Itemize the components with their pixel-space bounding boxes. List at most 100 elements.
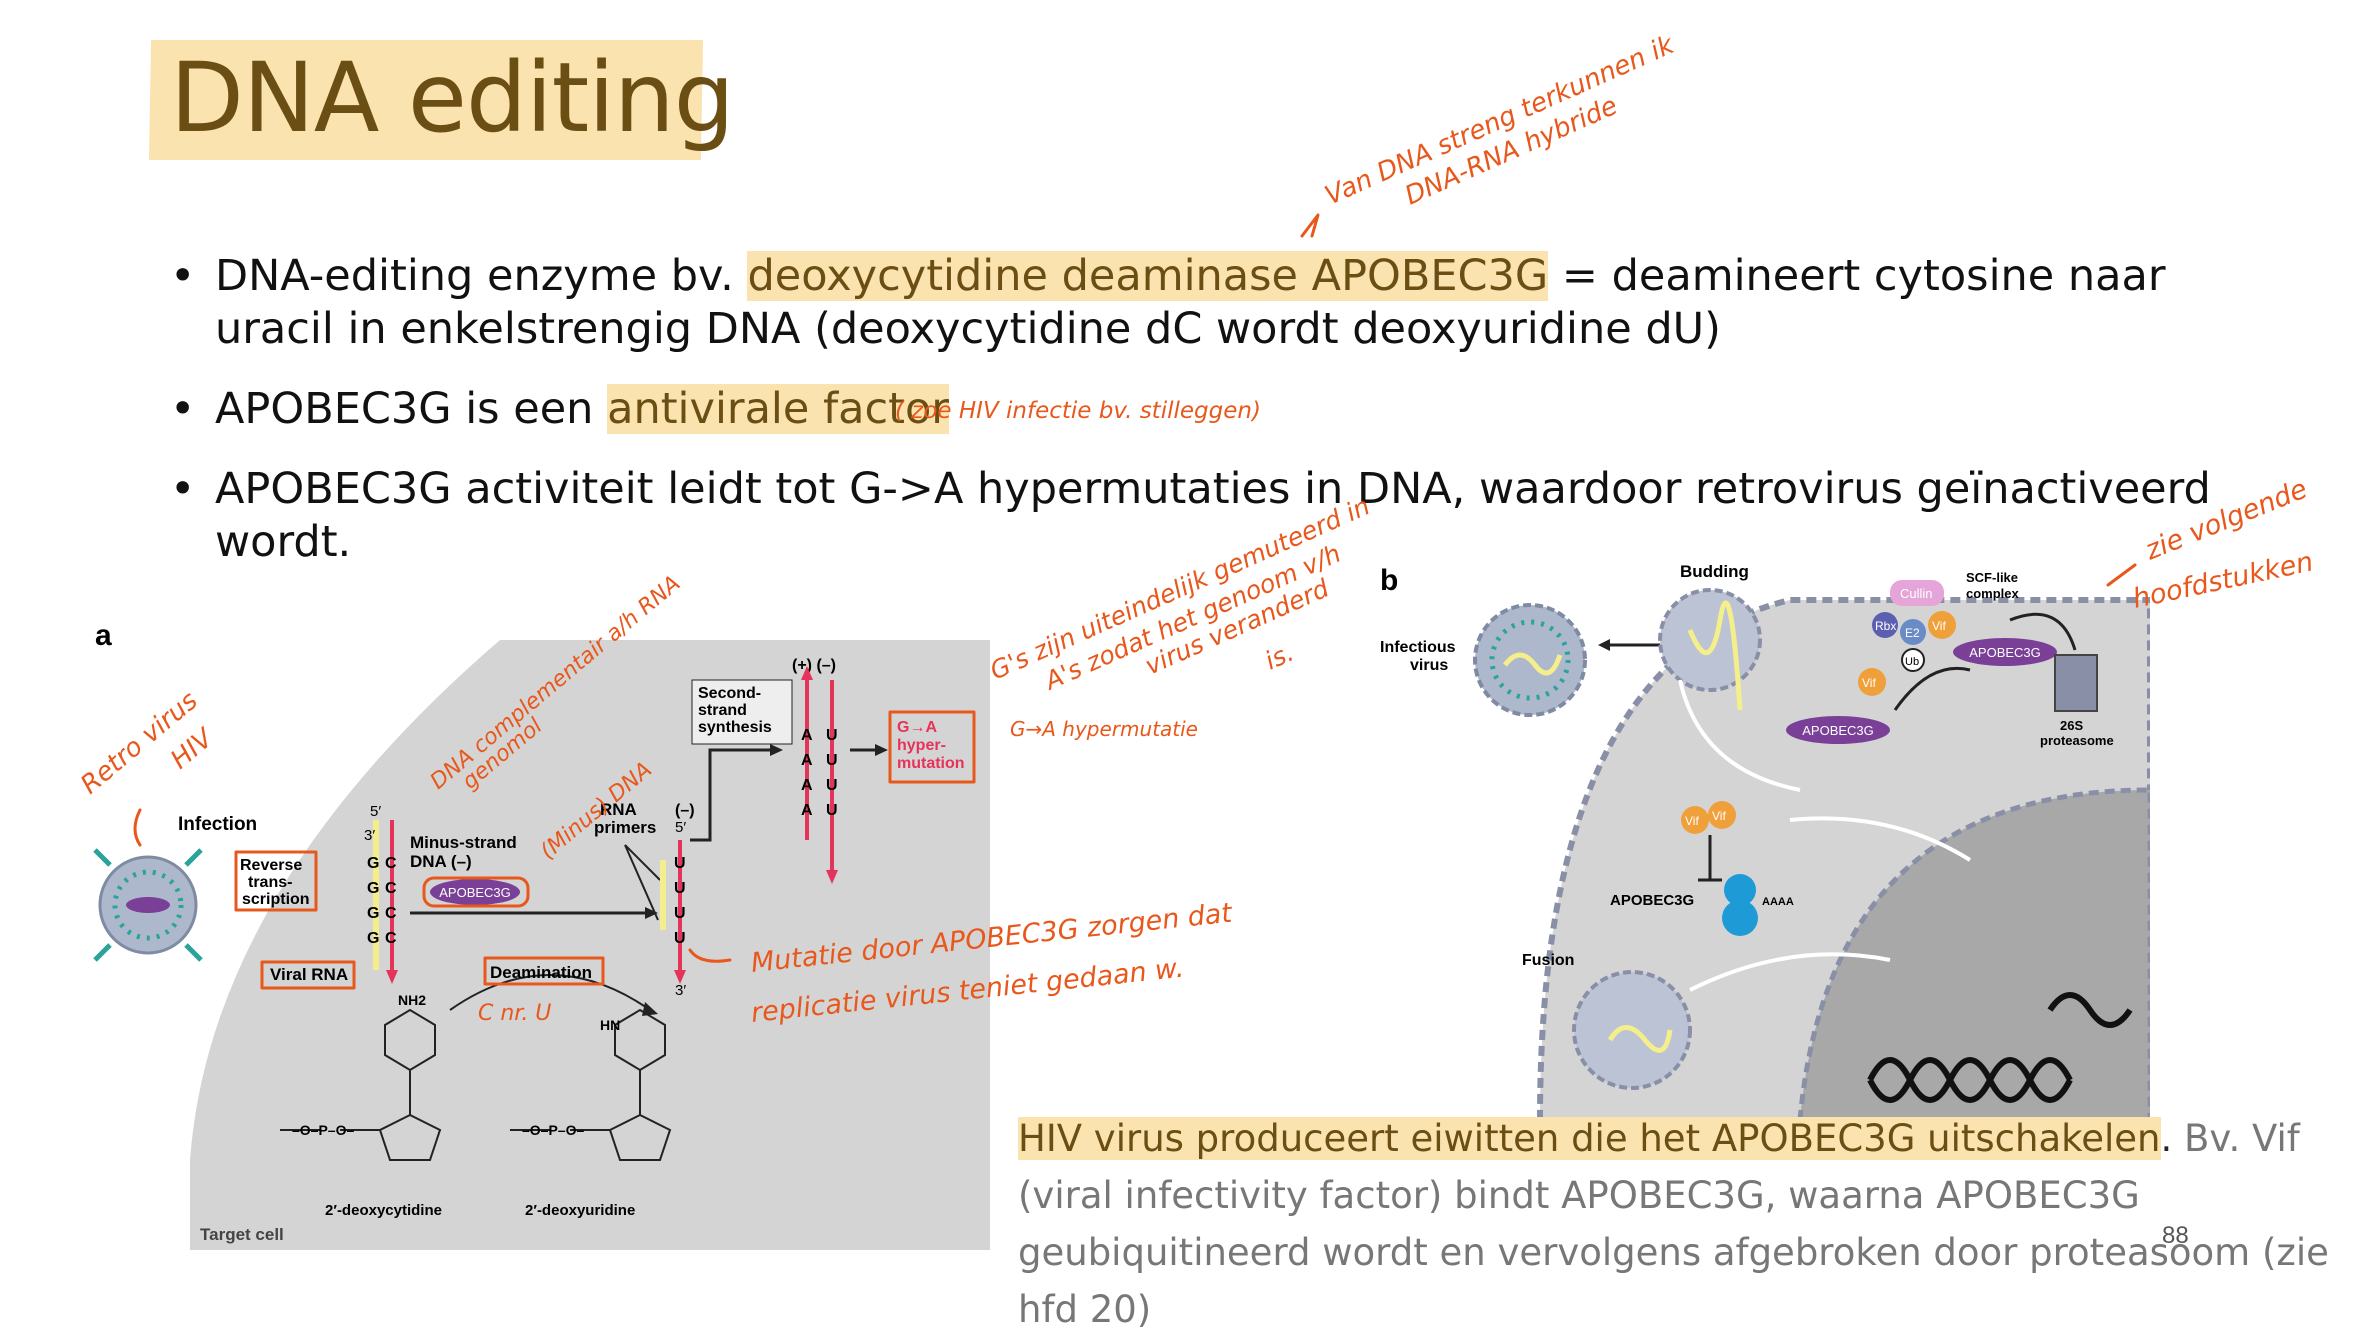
bullet-3-text: APOBEC3G activiteit leidt tot G->A hyper… xyxy=(215,464,2211,567)
bullet-3: APOBEC3G activiteit leidt tot G->A hyper… xyxy=(170,463,2220,569)
svg-text:G: G xyxy=(367,880,379,897)
svg-text:U: U xyxy=(826,752,838,769)
caption-highlight: HIV virus produceert eiwitten die het AP… xyxy=(1018,1117,2161,1160)
end-3-a: 3′ xyxy=(364,827,375,844)
end-5-a: 5′ xyxy=(370,803,381,820)
viral-rna-box xyxy=(260,960,356,990)
svg-text:APOBEC3G: APOBEC3G xyxy=(1969,645,2041,660)
svg-text:A: A xyxy=(801,777,813,794)
svg-text:G: G xyxy=(367,855,379,872)
apobec3g-complex xyxy=(1953,638,2057,666)
bullet-2-text: APOBEC3G is een xyxy=(215,384,608,434)
fusion-label: Fusion xyxy=(1522,952,1574,969)
svg-text:Vif: Vif xyxy=(1685,814,1699,828)
bullet-1: DNA-editing enzyme bv. deoxycytidine dea… xyxy=(170,250,2220,356)
bullet-1-text: DNA-editing enzyme bv. xyxy=(215,251,748,301)
svg-text:5′: 5′ xyxy=(675,819,686,836)
svg-text:APOBEC3G: APOBEC3G xyxy=(1802,723,1874,738)
handwriting-layer: Van DNA streng terkunnen ik DNA-RNA hybr… xyxy=(75,30,2316,1029)
svg-text:A: A xyxy=(801,752,813,769)
svg-text:A: A xyxy=(801,727,813,744)
svg-text:Vif: Vif xyxy=(1862,676,1876,690)
panel-label-b: b xyxy=(1380,564,1398,597)
second-strand-box xyxy=(691,679,793,745)
virus-particle-a xyxy=(93,848,203,962)
panel-label-a: a xyxy=(95,619,112,652)
hw-g-to-a: G→A hypermutatie xyxy=(1010,717,1198,741)
svg-text:U: U xyxy=(674,880,686,897)
vif-circle-1 xyxy=(1858,668,1886,696)
svg-text:Ub: Ub xyxy=(1905,656,1919,668)
svg-text:Vif: Vif xyxy=(1712,809,1726,823)
bullet-list: DNA-editing enzyme bv. deoxycytidine dea… xyxy=(170,250,2220,596)
bullet-1-highlight: deoxycytidine deaminase APOBEC3G xyxy=(747,251,1549,301)
hw-top-right-1: Van DNA streng terkunnen ik xyxy=(1321,30,1680,212)
caption: HIV virus produceert eiwitten die het AP… xyxy=(1018,1117,2329,1331)
svg-text:Rbx: Rbx xyxy=(1875,619,1896,633)
hypermutation-box xyxy=(888,710,976,784)
deamination-label: Deamination xyxy=(490,963,592,982)
apobec3g-free xyxy=(1786,716,1890,744)
molecule-deoxyuridine xyxy=(510,1008,672,1161)
svg-text:AAAA: AAAA xyxy=(1762,896,1794,908)
svg-text:HN: HN xyxy=(600,1017,620,1033)
svg-text:A: A xyxy=(801,802,813,819)
svg-text:E2: E2 xyxy=(1905,626,1920,640)
svg-text:U: U xyxy=(674,905,686,922)
minus-strand-arrowhead xyxy=(386,970,398,984)
minus-label: (–) xyxy=(675,802,695,819)
apobec3g-mrna-label: APOBEC3G xyxy=(1610,892,1694,909)
svg-text:U: U xyxy=(826,802,838,819)
ribosome xyxy=(1724,874,1756,906)
svg-text:U: U xyxy=(674,855,686,872)
svg-text:Vif: Vif xyxy=(1932,619,1946,633)
svg-text:C: C xyxy=(385,880,397,897)
hw-cnr: C nr. U xyxy=(478,1001,551,1026)
caption-rest: Bv. Vif (viral infectivity factor) bindt… xyxy=(1018,1117,2329,1331)
svg-text:C: C xyxy=(385,855,397,872)
proteasome xyxy=(2054,654,2098,712)
svg-text:C: C xyxy=(385,905,397,922)
bases-u: U U U U xyxy=(674,855,686,947)
svg-text:G: G xyxy=(367,905,379,922)
molecule-deoxycytidine xyxy=(280,1008,442,1161)
rt-box xyxy=(234,850,318,912)
deamination-box xyxy=(483,956,605,986)
svg-text:–O–P–O–: –O–P–O– xyxy=(522,1122,584,1138)
deoxyuridine-label: 2′-deoxyuridine xyxy=(525,1202,635,1219)
svg-text:U: U xyxy=(826,727,838,744)
svg-text:C: C xyxy=(385,930,397,947)
svg-text:U: U xyxy=(674,930,686,947)
slide-title: DNA editing xyxy=(170,42,735,154)
apobec3g-label-a: APOBEC3G xyxy=(439,885,511,900)
deoxycytidine-label: 2′-deoxycytidine xyxy=(325,1202,442,1219)
cullin-label: Cullin xyxy=(1900,586,1933,601)
apobec-box xyxy=(422,876,530,908)
hw-minus-dna: (Minus) DNA xyxy=(536,757,657,864)
svg-text:–O–P–O–: –O–P–O– xyxy=(292,1122,354,1138)
apobec3g-ellipse-a xyxy=(430,879,520,905)
svg-text:G: G xyxy=(367,930,379,947)
bullet-2: APOBEC3G is een antivirale factor xyxy=(170,383,2220,436)
hw-g-note-4: is. xyxy=(1261,638,1298,676)
svg-text:NH2: NH2 xyxy=(398,992,426,1008)
target-cell-label: Target cell xyxy=(200,1225,284,1244)
bullet-1-rest: = deamineert cytosine naar uracil in enk… xyxy=(215,251,2166,354)
viral-rna-label: Viral RNA xyxy=(270,965,348,984)
svg-text:U: U xyxy=(826,777,838,794)
hw-complementair: DNA complementair a/h RNA xyxy=(426,571,686,794)
plus-minus-label: (+) (–) xyxy=(792,657,836,674)
bullet-2-highlight: antivirale factor xyxy=(607,384,949,434)
budding-label: Budding xyxy=(1680,562,1749,581)
hw-factor-note: ( zoe HIV infectie bv. stilleggen) xyxy=(895,398,1261,424)
svg-text:3′: 3′ xyxy=(675,982,686,999)
target-cell-body xyxy=(190,640,990,1250)
